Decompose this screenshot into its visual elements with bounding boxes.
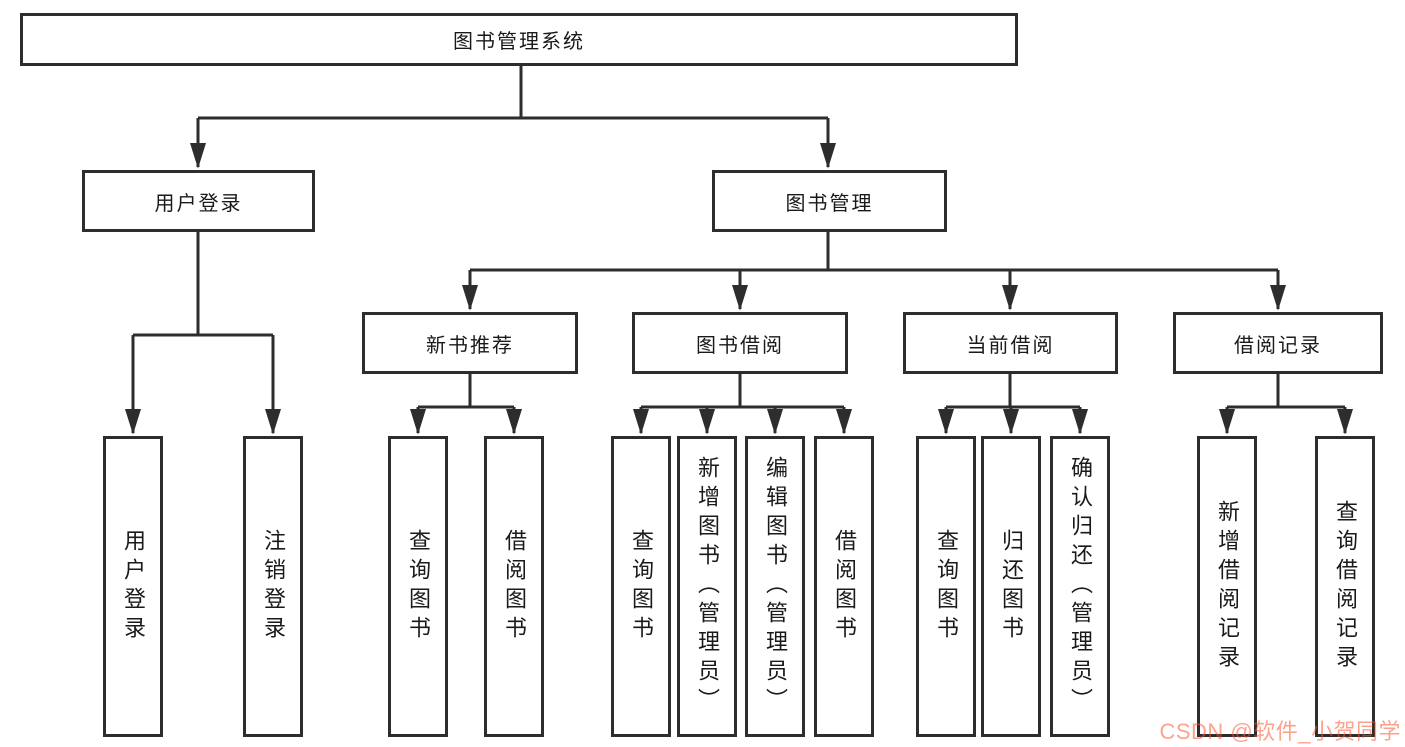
leaf-query-book-newbook-label: 查询图书 bbox=[406, 528, 431, 645]
node-root: 图书管理系统 bbox=[20, 13, 1018, 66]
connector-newbook-junction bbox=[418, 370, 514, 409]
leaf-logout-label: 注销登录 bbox=[261, 528, 286, 645]
leaf-user-login: 用户登录 bbox=[103, 436, 163, 737]
leaf-return-book-label: 归还图书 bbox=[999, 528, 1024, 645]
leaf-query-book-current-label: 查询图书 bbox=[934, 528, 959, 645]
node-current-borrow: 当前借阅 bbox=[903, 312, 1118, 374]
leaf-query-book-borrow: 查询图书 bbox=[611, 436, 671, 737]
leaf-add-borrow-record: 新增借阅记录 bbox=[1197, 436, 1257, 737]
node-user-login-label: 用户登录 bbox=[154, 192, 243, 215]
connector-root-junction bbox=[198, 60, 828, 120]
leaf-user-login-label: 用户登录 bbox=[121, 528, 146, 645]
node-book-management: 图书管理 bbox=[712, 170, 947, 232]
node-borrow-record: 借阅记录 bbox=[1173, 312, 1383, 374]
node-book-borrow-label: 图书借阅 bbox=[696, 334, 784, 357]
leaf-edit-book-admin-label: 编辑图书（管理员） bbox=[763, 456, 788, 717]
leaf-query-book-current: 查询图书 bbox=[916, 436, 976, 737]
csdn-watermark: CSDN @软件_小贺同学 bbox=[1159, 719, 1401, 744]
node-current-borrow-label: 当前借阅 bbox=[966, 334, 1055, 357]
node-borrow-record-label: 借阅记录 bbox=[1234, 334, 1322, 357]
node-book-borrow: 图书借阅 bbox=[632, 312, 848, 374]
connector-borrowrec-junction bbox=[1227, 370, 1345, 409]
connector-bookmgmt-junction bbox=[470, 228, 1278, 272]
leaf-query-book-newbook: 查询图书 bbox=[388, 436, 448, 737]
leaf-logout: 注销登录 bbox=[243, 436, 303, 737]
leaf-confirm-return-admin-label: 确认归还（管理员） bbox=[1068, 456, 1093, 717]
node-user-login: 用户登录 bbox=[82, 170, 315, 232]
leaf-add-book-admin: 新增图书（管理员） bbox=[677, 436, 737, 737]
node-root-label: 图书管理系统 bbox=[453, 31, 585, 53]
leaf-confirm-return-admin: 确认归还（管理员） bbox=[1050, 436, 1110, 737]
connector-userlogin-junction bbox=[133, 228, 273, 337]
leaf-return-book: 归还图书 bbox=[981, 436, 1041, 737]
leaf-add-borrow-record-label: 新增借阅记录 bbox=[1215, 499, 1240, 674]
leaf-borrow-book-newbook: 借阅图书 bbox=[484, 436, 544, 737]
leaf-edit-book-admin: 编辑图书（管理员） bbox=[745, 436, 805, 737]
leaf-borrow-book: 借阅图书 bbox=[814, 436, 874, 737]
leaf-add-book-admin-label: 新增图书（管理员） bbox=[695, 456, 720, 717]
leaf-query-book-borrow-label: 查询图书 bbox=[629, 528, 654, 645]
node-book-management-label: 图书管理 bbox=[785, 192, 874, 215]
connector-bookborrow-junction bbox=[641, 370, 844, 409]
leaf-borrow-book-label: 借阅图书 bbox=[832, 528, 857, 645]
leaf-borrow-book-newbook-label: 借阅图书 bbox=[502, 528, 527, 645]
leaf-query-borrow-record: 查询借阅记录 bbox=[1315, 436, 1375, 737]
connector-curborrow-junction bbox=[946, 370, 1080, 409]
node-new-book-recommend: 新书推荐 bbox=[362, 312, 578, 374]
node-new-book-recommend-label: 新书推荐 bbox=[426, 334, 514, 357]
leaf-query-borrow-record-label: 查询借阅记录 bbox=[1333, 499, 1358, 674]
